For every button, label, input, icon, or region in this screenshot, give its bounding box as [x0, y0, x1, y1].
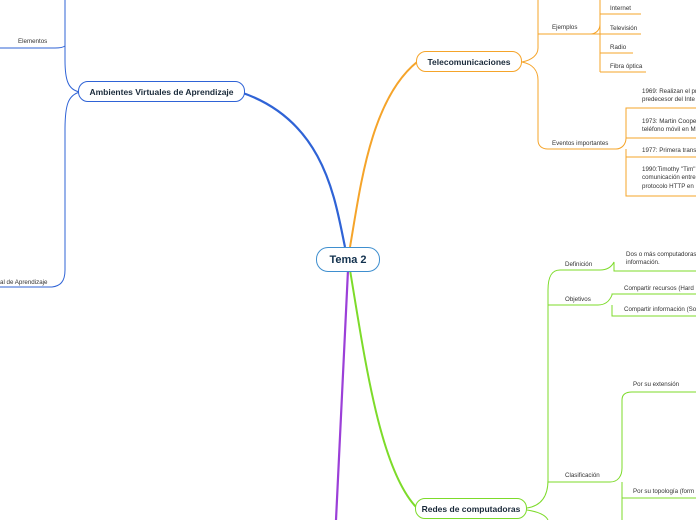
central-topic-label: Tema 2	[329, 253, 367, 266]
objetivo-recursos[interactable]: Compartir recursos (Hard	[624, 285, 694, 292]
connector-redes-down	[526, 509, 549, 520]
definicion-text[interactable]: Dos o más computadoras información.	[626, 251, 696, 267]
evento-1977[interactable]: 1977: Primera trans	[642, 147, 696, 154]
objetivo-informacion[interactable]: Compartir información (So	[624, 306, 696, 313]
evento-1973[interactable]: 1973: Martin Coope teléfono móvil en M	[642, 118, 696, 134]
branch-ava-label: Ambientes Virtuales de Aprendizaje	[89, 86, 234, 97]
clasificacion-topologia[interactable]: Por su topología (form	[633, 488, 695, 495]
ejemplo-radio[interactable]: Radio	[610, 44, 627, 51]
connector-central-redes	[349, 269, 418, 509]
ava-elementos-label[interactable]: Elementos	[18, 38, 48, 45]
connector-ava-elementos	[0, 45, 66, 49]
ava-partial-label[interactable]: al de Aprendizaje	[0, 279, 48, 286]
redes-definicion-label[interactable]: Definición	[565, 261, 593, 268]
branch-redes-label: Redes de computadoras	[421, 503, 521, 514]
connector-central-tele	[349, 61, 418, 248]
branch-tele-node[interactable]: Telecomunicaciones	[416, 51, 522, 72]
connector-tele-spine	[521, 0, 539, 63]
connector-definicion-text	[599, 261, 696, 272]
connector-redes-spine	[526, 269, 600, 509]
redes-objetivos-label[interactable]: Objetivos	[565, 296, 591, 303]
redes-clasificacion-label[interactable]: Clasificación	[565, 472, 600, 479]
connector-ava-spine	[64, 0, 81, 93]
connector-redes-clasificacion	[548, 391, 696, 520]
ejemplo-television[interactable]: Televisión	[610, 25, 638, 32]
ejemplo-fibra[interactable]: Fibra óptica	[610, 63, 643, 70]
connector-ava-spine-down	[0, 91, 81, 288]
evento-1969[interactable]: 1969: Realizan el pr predecesor del Inte	[642, 88, 696, 104]
connector-tele-spine-down	[521, 61, 616, 150]
ejemplo-internet[interactable]: Internet	[610, 5, 631, 12]
tele-ejemplos-label[interactable]: Ejemplos	[552, 24, 578, 31]
branch-tele-label: Telecomunicaciones	[427, 56, 511, 67]
branch-ava-node[interactable]: Ambientes Virtuales de Aprendizaje	[78, 81, 245, 102]
connector-central-ava	[239, 90, 347, 248]
branch-redes-node[interactable]: Redes de computadoras	[415, 498, 527, 519]
connector-redes-objetivos	[548, 293, 696, 317]
connector-central-purple	[334, 269, 350, 520]
connector-eventos-items	[615, 107, 696, 197]
clasificacion-extension[interactable]: Por su extensión	[633, 381, 680, 388]
evento-1990[interactable]: 1990:Timothy "Tim" comunicación entre pr…	[642, 166, 696, 190]
tele-eventos-label[interactable]: Eventos importantes	[552, 140, 609, 147]
connector-ejemplos-items	[589, 13, 646, 73]
central-topic-node[interactable]: Tema 2	[316, 247, 380, 272]
